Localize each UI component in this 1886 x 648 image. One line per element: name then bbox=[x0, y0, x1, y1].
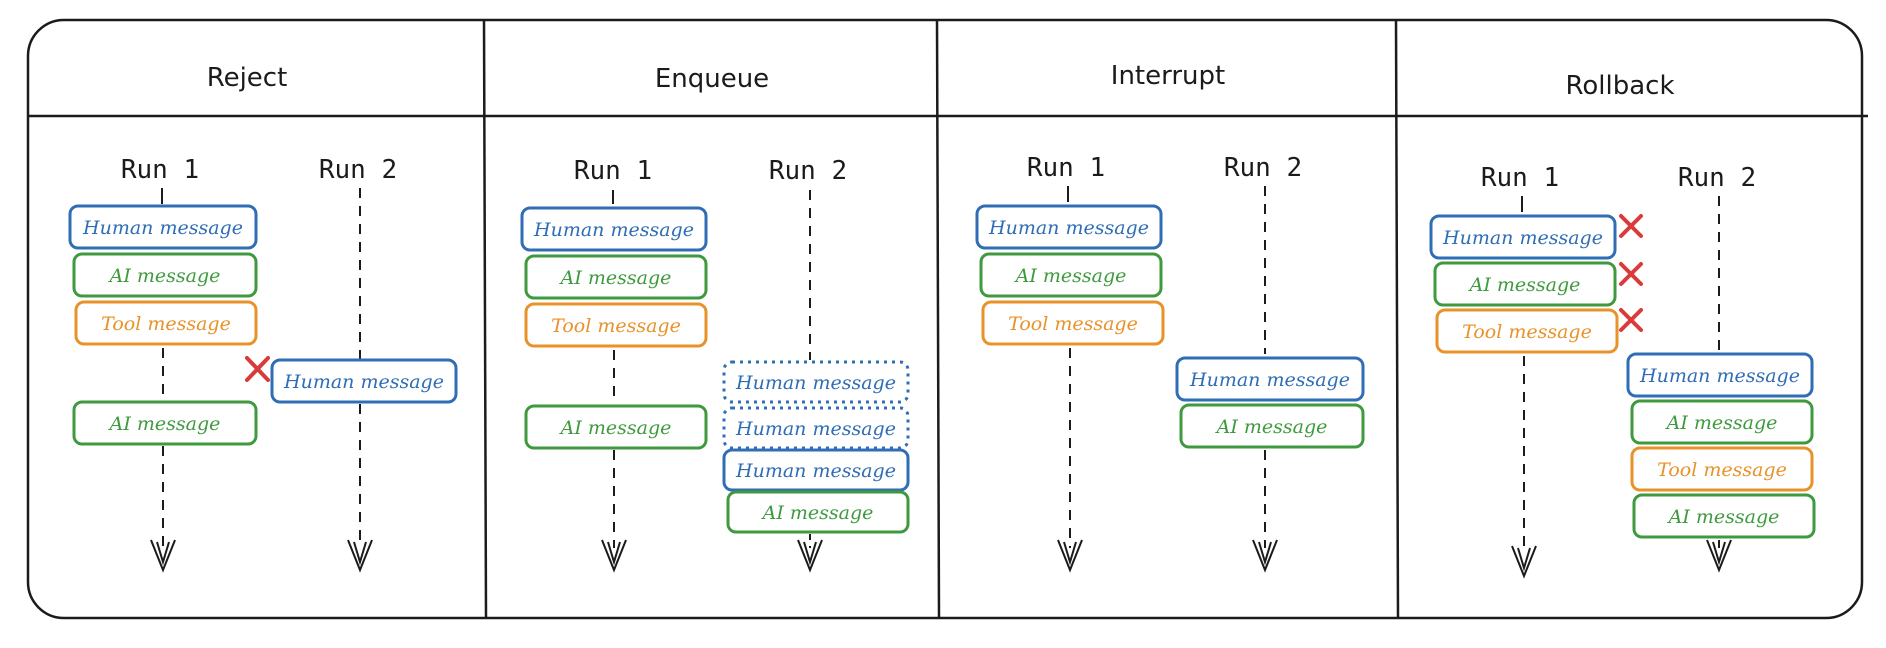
panel-enqueue: Run 1 Run 2 Human message AI message Too… bbox=[520, 156, 910, 571]
svg-text:AI message: AI message bbox=[1215, 416, 1328, 438]
panel-rollback: Run 1 Run 2 Human message AI message Too… bbox=[1429, 163, 1816, 577]
x-icon bbox=[245, 356, 270, 382]
svg-text:AI message: AI message bbox=[1014, 265, 1127, 287]
run-2-label: Run 2 bbox=[1224, 153, 1302, 183]
message-box: AI message bbox=[1179, 403, 1365, 449]
panel-divider bbox=[482, 19, 488, 619]
svg-text:Human message: Human message bbox=[1442, 227, 1603, 249]
message-box: Tool message bbox=[981, 300, 1165, 346]
diagram-frame bbox=[26, 18, 1864, 620]
svg-text:Tool message: Tool message bbox=[551, 315, 681, 337]
panel-reject: Run 1 Run 2 Human message AI message Too… bbox=[68, 155, 458, 571]
panel-title-reject: Reject bbox=[207, 63, 288, 93]
message-box: AI message bbox=[524, 254, 708, 300]
message-box: AI message bbox=[1632, 493, 1816, 539]
run-1-label: Run 1 bbox=[1481, 163, 1559, 193]
svg-text:AI message: AI message bbox=[1468, 274, 1581, 296]
message-box: AI message bbox=[1433, 261, 1617, 307]
x-icon bbox=[1619, 214, 1643, 238]
message-box: AI message bbox=[726, 490, 910, 534]
svg-text:AI message: AI message bbox=[559, 417, 672, 439]
svg-text:AI message: AI message bbox=[108, 413, 221, 435]
svg-text:Tool message: Tool message bbox=[1462, 321, 1592, 343]
run-2-label: Run 2 bbox=[769, 156, 847, 186]
svg-text:Human message: Human message bbox=[283, 371, 444, 393]
arrow-down-icon bbox=[347, 539, 373, 571]
x-icon bbox=[1619, 262, 1643, 286]
message-box: Human message bbox=[520, 206, 708, 252]
svg-text:Human message: Human message bbox=[988, 217, 1149, 239]
rejected-message-box: Human message bbox=[270, 358, 458, 404]
queued-message-box: Human message bbox=[722, 406, 910, 450]
message-box: Human message bbox=[975, 204, 1163, 250]
message-box: Human message bbox=[1429, 214, 1617, 260]
svg-text:AI message: AI message bbox=[108, 265, 221, 287]
message-box: Tool message bbox=[524, 302, 708, 348]
run-1-label: Run 1 bbox=[574, 156, 652, 186]
message-box: Human message bbox=[1175, 356, 1365, 402]
svg-text:AI message: AI message bbox=[761, 502, 874, 524]
run-1-label: Run 1 bbox=[1027, 153, 1105, 183]
panel-interrupt: Run 1 Run 2 Human message AI message Too… bbox=[975, 153, 1365, 571]
message-box: Human message bbox=[1626, 352, 1814, 398]
run-2-label: Run 2 bbox=[319, 155, 397, 185]
panel-title-rollback: Rollback bbox=[1565, 71, 1674, 101]
message-box: Human message bbox=[722, 448, 910, 492]
message-box: Tool message bbox=[1630, 446, 1814, 492]
run-2-label: Run 2 bbox=[1678, 163, 1756, 193]
message-box: AI message bbox=[72, 252, 258, 298]
message-box: AI message bbox=[979, 252, 1163, 298]
panel-divider bbox=[935, 19, 941, 619]
message-box: Tool message bbox=[74, 300, 258, 346]
message-box: Human message bbox=[68, 204, 258, 250]
svg-text:Human message: Human message bbox=[1639, 365, 1800, 387]
svg-text:Human message: Human message bbox=[82, 217, 243, 239]
svg-text:AI message: AI message bbox=[1665, 412, 1778, 434]
message-box: AI message bbox=[524, 404, 708, 450]
message-box: AI message bbox=[72, 400, 258, 446]
arrow-down-icon bbox=[1511, 545, 1537, 577]
x-icon bbox=[1619, 308, 1643, 332]
svg-text:AI message: AI message bbox=[559, 267, 672, 289]
message-box: Tool message bbox=[1435, 308, 1619, 354]
run-1-label: Run 1 bbox=[121, 155, 199, 185]
panel-title-enqueue: Enqueue bbox=[655, 64, 769, 94]
svg-text:Tool message: Tool message bbox=[1008, 313, 1138, 335]
svg-text:Tool message: Tool message bbox=[101, 313, 231, 335]
queued-message-box: Human message bbox=[722, 360, 910, 404]
svg-text:Human message: Human message bbox=[735, 460, 896, 482]
arrow-down-icon bbox=[797, 539, 823, 571]
panel-divider bbox=[1394, 19, 1400, 619]
svg-text:Tool message: Tool message bbox=[1657, 459, 1787, 481]
svg-text:Human message: Human message bbox=[735, 418, 896, 440]
svg-text:Human message: Human message bbox=[533, 219, 694, 241]
message-box: AI message bbox=[1630, 399, 1814, 445]
svg-text:Human message: Human message bbox=[1189, 369, 1350, 391]
panel-title-interrupt: Interrupt bbox=[1111, 61, 1225, 91]
svg-text:Human message: Human message bbox=[735, 372, 896, 394]
svg-text:AI message: AI message bbox=[1667, 506, 1780, 528]
arrow-down-icon bbox=[1057, 539, 1083, 571]
